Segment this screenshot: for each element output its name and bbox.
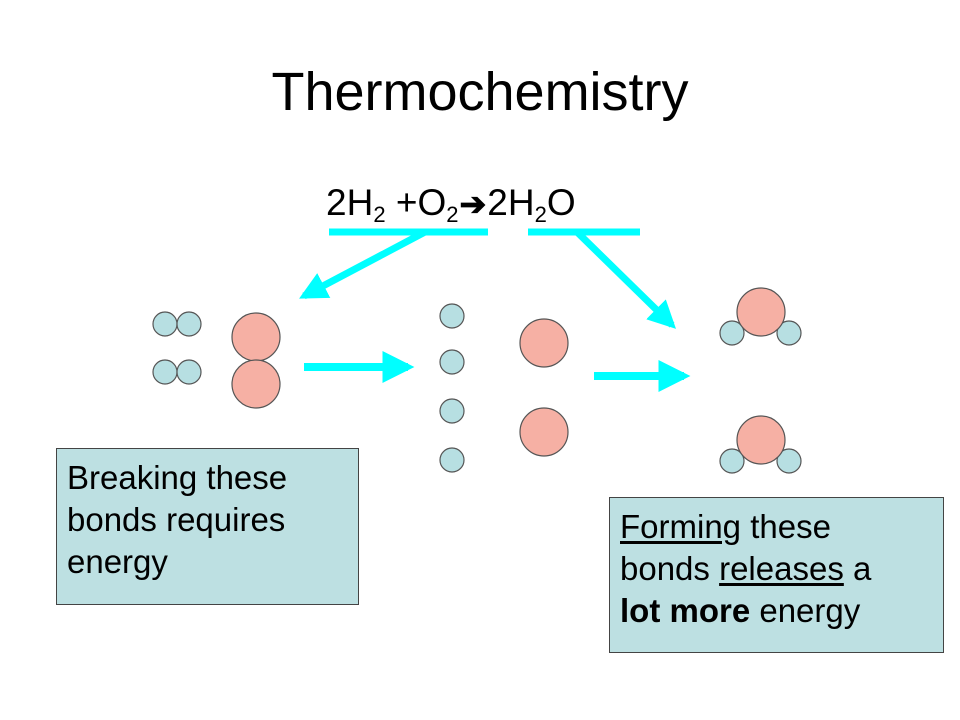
- callout-line: energy: [67, 543, 168, 580]
- oxygen-atom: [519, 407, 569, 457]
- oxygen-atom: [519, 318, 569, 368]
- releases-word: releases: [719, 550, 844, 587]
- equation-h2-subscript: 2: [373, 202, 386, 227]
- hydrogen-atom: [776, 448, 802, 474]
- callout-text: these: [741, 508, 831, 545]
- oxygen-atom: [736, 415, 786, 465]
- bond-breaking-callout: Breaking these bonds requires energy: [56, 448, 359, 605]
- hydrogen-atom: [719, 320, 745, 346]
- hydrogen-atom: [439, 447, 465, 473]
- hydrogen-atom: [776, 320, 802, 346]
- callout-line: bonds releases a: [620, 548, 933, 590]
- chemical-equation: 2H2 +O2➔2H2O: [326, 180, 576, 227]
- callout-text: a: [843, 550, 872, 587]
- hydrogen-atom: [719, 448, 745, 474]
- lot-more-phrase: lot more: [620, 592, 751, 629]
- hydrogen-atom: [439, 398, 465, 424]
- callout-line: bonds requires: [67, 501, 286, 538]
- arrow-to-products: [574, 229, 677, 329]
- equation-o2-subscript: 2: [446, 202, 459, 227]
- equation-h2: 2H: [326, 182, 374, 223]
- hydrogen-atom: [176, 311, 202, 337]
- oxygen-atom: [231, 312, 281, 362]
- bond-forming-callout: Forming these bonds releases a lot more …: [609, 497, 944, 653]
- callout-text: bonds: [620, 550, 720, 587]
- oxygen-atom: [736, 287, 786, 337]
- reaction-arrow-icon: ➔: [459, 186, 487, 222]
- hydrogen-atom: [439, 349, 465, 375]
- equation-h2o: 2H: [487, 182, 535, 223]
- hydrogen-atom: [439, 303, 465, 329]
- equation-o2: +O: [385, 182, 447, 223]
- arrow-to-reactants: [299, 228, 427, 300]
- oxygen-atom: [231, 359, 281, 409]
- callout-line: Forming these: [620, 506, 933, 548]
- forming-word: Forming: [620, 508, 742, 545]
- equation-o: O: [546, 182, 576, 223]
- hydrogen-atom: [152, 311, 178, 337]
- equation-h2o-subscript: 2: [534, 202, 547, 227]
- callout-text: energy: [750, 592, 861, 629]
- page-title: Thermochemistry: [271, 62, 689, 122]
- callout-line: Breaking these: [67, 459, 288, 496]
- hydrogen-atom: [176, 359, 202, 385]
- callout-line: lot more energy: [620, 590, 933, 632]
- hydrogen-atom: [152, 359, 178, 385]
